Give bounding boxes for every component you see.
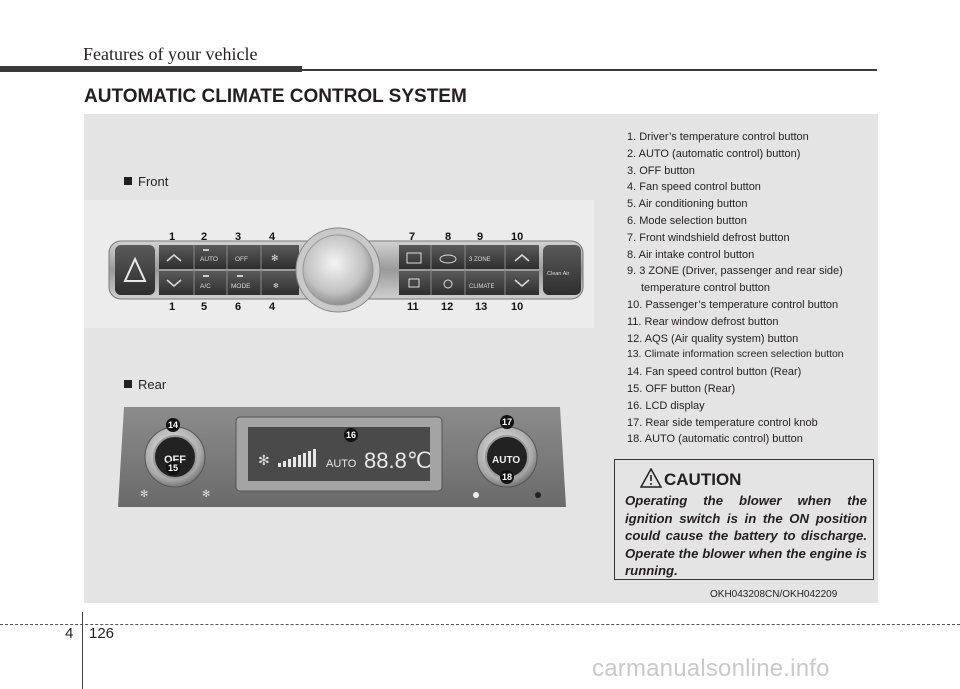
legend-item: temperature control button bbox=[641, 282, 771, 295]
legend-item: 16. LCD display bbox=[627, 399, 705, 412]
legend-item: 12. AQS (Air quality system) button bbox=[627, 332, 799, 345]
warning-triangle-icon bbox=[640, 468, 662, 488]
legend-item: 5. Air conditioning button bbox=[627, 198, 748, 211]
header-rule-thick bbox=[0, 66, 302, 72]
caution-title: CAUTION bbox=[664, 470, 742, 489]
callout-number: 17 bbox=[502, 417, 512, 427]
callout-number: 15 bbox=[168, 463, 178, 473]
rear-control-panel: OFF AUTO ✻ ✻ ✻ AUTO 88.8℃ 14 15 16 17 18 bbox=[118, 407, 566, 507]
legend-item: 13. Climate information screen selection… bbox=[627, 349, 844, 361]
caution-box: CAUTION Operating the blower when the ig… bbox=[614, 459, 874, 580]
legend-item: 8. Air intake control button bbox=[627, 248, 755, 261]
callout-number: 7 bbox=[409, 231, 415, 243]
page-number: 126 bbox=[89, 625, 115, 642]
callout-number: 4 bbox=[269, 231, 276, 243]
callout-number: 11 bbox=[407, 301, 419, 313]
header-rule-thin bbox=[302, 69, 877, 71]
legend-item: 10. Passenger’s temperature control butt… bbox=[627, 298, 839, 311]
callout-number: 13 bbox=[475, 301, 487, 313]
rear-label-text: Rear bbox=[138, 377, 167, 392]
legend-list: 1. Driver’s temperature control button 2… bbox=[627, 129, 844, 448]
svg-text:✻: ✻ bbox=[202, 489, 210, 500]
legend-item: 7. Front windshield defrost button bbox=[627, 231, 790, 244]
rear-label: Rear bbox=[124, 377, 166, 392]
legend-item: 17. Rear side temperature control knob bbox=[627, 416, 818, 429]
callout-number: 1 bbox=[169, 231, 175, 243]
front-label-text: Front bbox=[138, 174, 169, 189]
bullet-square-icon bbox=[124, 380, 132, 388]
running-header: Features of your vehicle bbox=[83, 44, 258, 64]
callout-number: 14 bbox=[168, 420, 178, 430]
svg-text:✻: ✻ bbox=[258, 452, 270, 468]
callout-number: 8 bbox=[445, 231, 451, 243]
callout-number: 1 bbox=[169, 301, 175, 313]
callout-number: 10 bbox=[511, 231, 523, 243]
callout-number: 10 bbox=[511, 301, 523, 313]
legend-item: 4. Fan speed control button bbox=[627, 181, 761, 194]
legend-item: 2. AUTO (automatic control) button) bbox=[627, 147, 801, 160]
rear-auto-knob-label: AUTO bbox=[492, 455, 520, 466]
front-control-panel: AUTO OFF A/C MODE ✻ ✻ 3 ZONE CLIMATE Cle… bbox=[108, 227, 584, 313]
figure-code: OKH043208CN/OKH042209 bbox=[710, 589, 838, 600]
rear-lcd-temperature: 88.8℃ bbox=[364, 448, 432, 473]
legend-item: 11. Rear window defrost button bbox=[627, 315, 779, 328]
three-zone-button-label: 3 ZONE bbox=[469, 257, 491, 263]
front-label: Front bbox=[124, 174, 168, 189]
rear-lcd-mode: AUTO bbox=[326, 458, 357, 470]
climate-button-label: CLIMATE bbox=[469, 284, 495, 290]
legend-item: 15. OFF button (Rear) bbox=[627, 382, 736, 395]
legend-item: 9. 3 ZONE (Driver, passenger and rear si… bbox=[627, 265, 843, 278]
callout-number: 2 bbox=[201, 231, 207, 243]
legend-item: 18. AUTO (automatic control) button bbox=[627, 433, 803, 446]
callout-number: 5 bbox=[201, 301, 207, 313]
callout-number: 6 bbox=[235, 301, 241, 313]
section-number: 4 bbox=[65, 625, 74, 642]
mode-button-label: MODE bbox=[231, 283, 251, 290]
callout-number: 3 bbox=[235, 231, 241, 243]
watermark: carmanualsonline.info bbox=[592, 655, 830, 682]
clean-air-button-label: Clean Air bbox=[547, 271, 569, 277]
callout-number: 12 bbox=[441, 301, 453, 313]
legend-item: 6. Mode selection button bbox=[627, 214, 747, 227]
legend-item: 14. Fan speed control button (Rear) bbox=[627, 366, 802, 379]
footer-dashed-rule bbox=[0, 624, 960, 625]
bullet-square-icon bbox=[124, 177, 132, 185]
svg-text:✻: ✻ bbox=[273, 282, 279, 290]
legend-item: 3. OFF button bbox=[627, 164, 695, 177]
caution-text: Operating the blower when the ignition s… bbox=[625, 493, 867, 578]
svg-text:✻: ✻ bbox=[140, 489, 148, 500]
footer-vertical-rule bbox=[82, 612, 83, 689]
callout-number: 16 bbox=[346, 430, 356, 440]
svg-text:✻: ✻ bbox=[271, 253, 279, 263]
callout-number: 18 bbox=[502, 472, 512, 482]
auto-button-label: AUTO bbox=[200, 256, 218, 263]
section-title: AUTOMATIC CLIMATE CONTROL SYSTEM bbox=[84, 86, 467, 107]
callout-number: 9 bbox=[477, 231, 483, 243]
ac-button-label: A/C bbox=[200, 283, 211, 290]
legend-item: 1. Driver’s temperature control button bbox=[627, 131, 809, 143]
callout-number: 4 bbox=[269, 301, 276, 313]
off-button-label: OFF bbox=[235, 256, 248, 263]
